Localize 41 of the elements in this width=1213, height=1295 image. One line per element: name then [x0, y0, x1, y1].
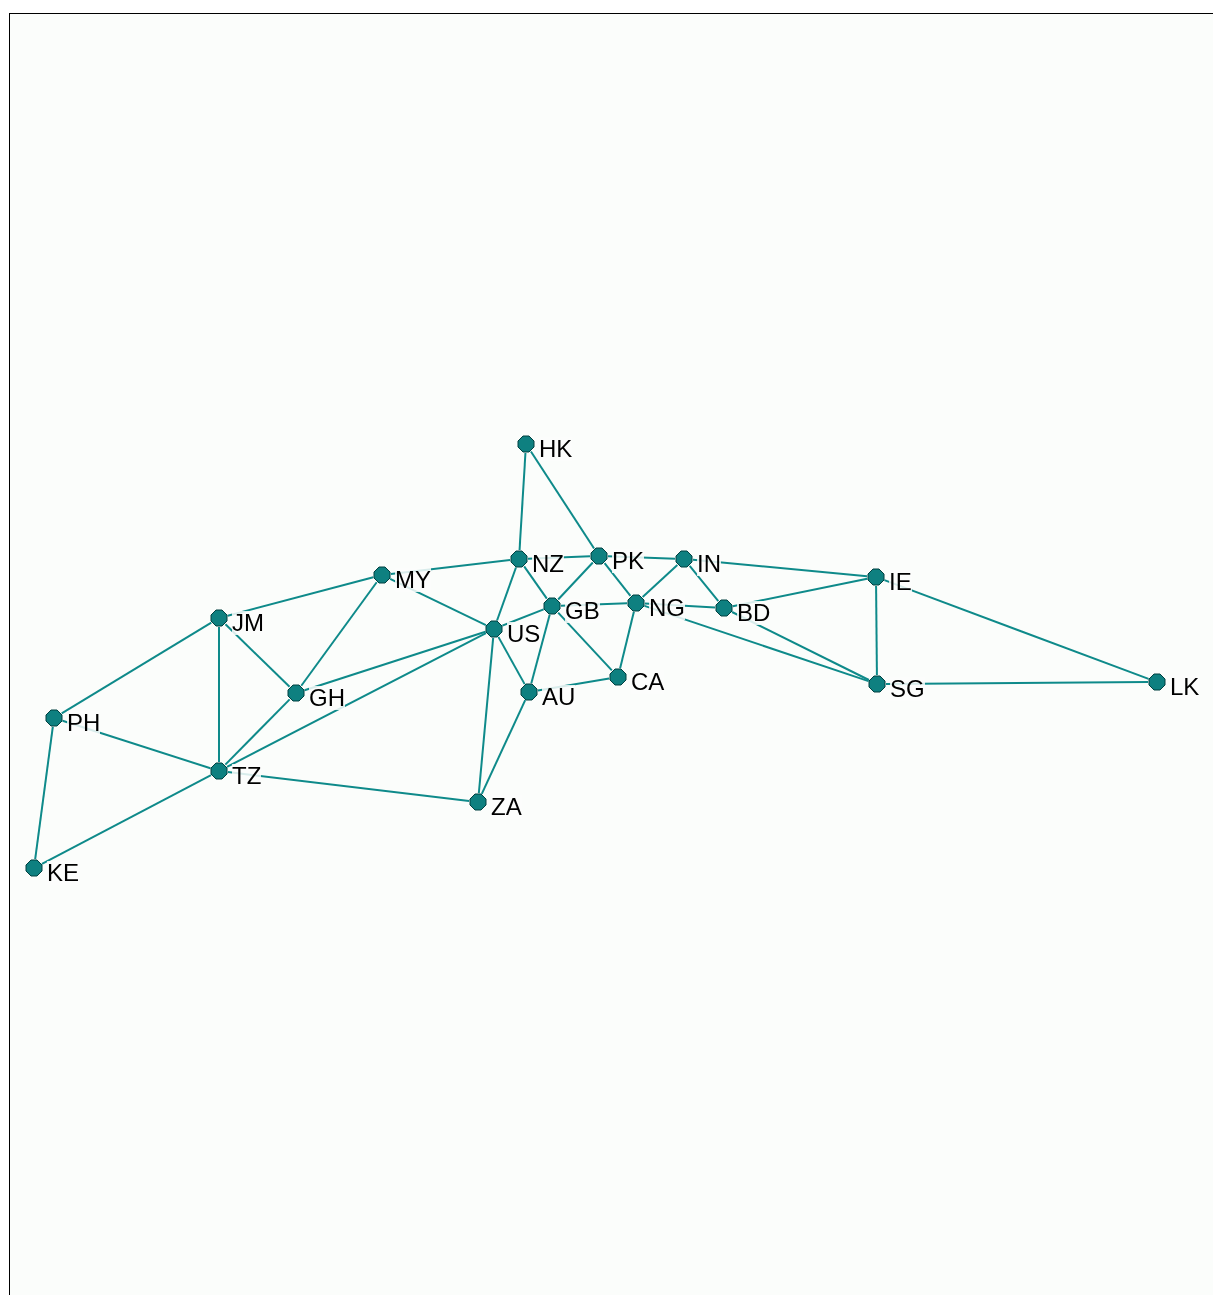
edge-line	[557, 561, 594, 601]
edge-line	[34, 725, 54, 861]
node-label: GH	[309, 686, 345, 710]
edge-line	[218, 626, 220, 763]
edge-line	[530, 613, 551, 685]
node-label: GB	[565, 599, 600, 623]
node-label: PH	[67, 711, 101, 735]
edge-line	[875, 585, 878, 676]
edge-line	[501, 608, 545, 627]
node-label: IE	[889, 570, 912, 594]
edge-line	[300, 581, 378, 687]
edge-line	[224, 698, 291, 766]
edge-line	[226, 576, 375, 617]
edge-line	[691, 558, 869, 578]
edge-line	[226, 632, 487, 768]
edge-line	[523, 565, 548, 600]
edge-line	[224, 623, 291, 688]
edge-line	[497, 635, 526, 686]
edge-line	[303, 630, 487, 692]
node-label: MY	[395, 568, 431, 592]
node-label: NZ	[532, 552, 564, 576]
node-label: JM	[232, 611, 264, 635]
edge-line	[619, 610, 635, 670]
edge-line	[40, 774, 213, 865]
edge-line	[688, 564, 720, 603]
node-label: NG	[649, 596, 685, 620]
edge-line	[731, 577, 869, 608]
edge-line	[557, 611, 613, 672]
edge-line	[883, 579, 1150, 680]
edge-line	[480, 699, 527, 795]
edge-line	[496, 566, 517, 622]
edge-line	[477, 636, 495, 795]
edge-line	[518, 452, 527, 551]
edge-line	[603, 562, 632, 597]
edge-line	[226, 771, 471, 802]
edge-line	[529, 450, 596, 550]
edge-line	[641, 564, 679, 598]
node-label: BD	[737, 601, 771, 625]
node-label: PK	[612, 549, 644, 573]
edge-line	[60, 621, 213, 715]
node-label: IN	[697, 552, 721, 576]
